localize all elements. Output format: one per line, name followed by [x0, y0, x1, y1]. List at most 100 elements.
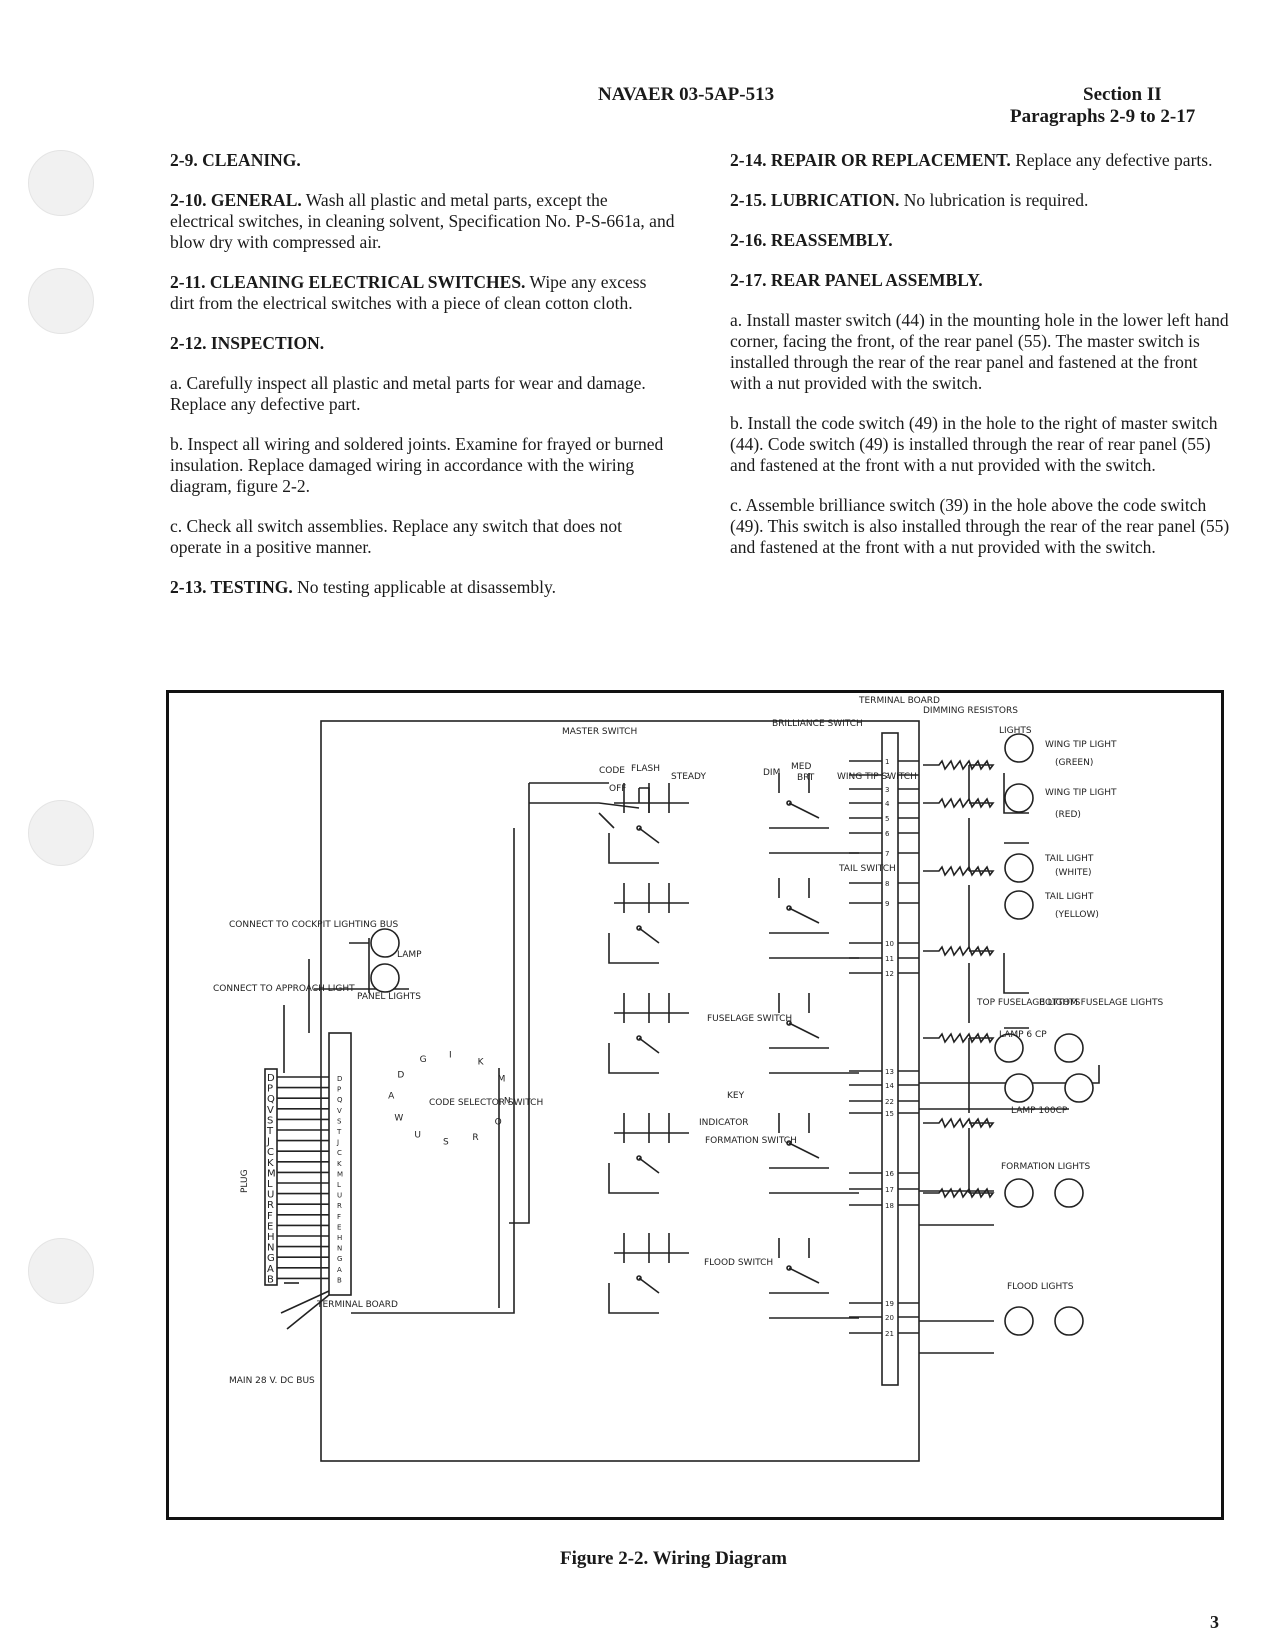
label-code: CODE [599, 766, 625, 776]
terminal-number: 8 [885, 880, 889, 888]
paragraph-heading: 2-9. CLEANING. [170, 150, 301, 170]
board-pin-label: A [337, 1266, 342, 1274]
dimming-resistor [923, 1117, 995, 1129]
selector-letter: K [478, 1058, 485, 1068]
label-key: KEY [727, 1091, 745, 1101]
label-tail-yellow: TAIL LIGHT [1044, 892, 1094, 902]
label-brilliance-switch: BRILLIANCE SWITCH [772, 719, 863, 729]
label-flood-lights: FLOOD LIGHTS [1007, 1282, 1074, 1292]
page-number: 3 [1210, 1612, 1219, 1632]
switch-block [608, 1233, 689, 1314]
terminal-number: 19 [885, 1300, 894, 1308]
label-wing-tip-switch: WING TIP SWITCH [837, 772, 917, 782]
plug-box [264, 1068, 278, 1286]
selector-letter: A [388, 1092, 395, 1102]
flood-lamp [1004, 1306, 1034, 1336]
binder-hole [28, 268, 94, 334]
terminal-number: 22 [885, 1098, 894, 1106]
label-flash: FLASH [631, 764, 660, 774]
paragraph: 2-13. TESTING. No testing applicable at … [170, 577, 675, 598]
label-yellow: (YELLOW) [1055, 910, 1099, 920]
paragraph-text: b. Install the code switch (49) in the h… [730, 413, 1218, 475]
plug-pin-label: S [267, 1115, 273, 1126]
board-pin-label: H [337, 1234, 342, 1242]
paragraph-text: No testing applicable at disassembly. [292, 577, 556, 597]
label-fuselage-switch: FUSELAGE SWITCH [707, 1014, 792, 1024]
plug-pin-label: B [267, 1274, 274, 1285]
paragraph: 2-12. INSPECTION. [170, 333, 675, 354]
switch-block [769, 773, 859, 854]
label-dimming-resistors: DIMMING RESISTORS [923, 706, 1018, 716]
terminal-number: 5 [885, 815, 889, 823]
paragraph-heading: 2-17. REAR PANEL ASSEMBLY. [730, 270, 983, 290]
dimming-resistor [923, 797, 995, 809]
terminal-number: 2 [885, 772, 889, 780]
board-pin-label: T [336, 1128, 342, 1136]
wiring-diagram-svg: TERMINAL BOARD DIMMING RESISTORS LIGHTS … [213, 696, 1163, 1462]
board-pin-label: C [337, 1149, 342, 1157]
label-off: OFF [609, 784, 626, 794]
label-lamp-6cp: LAMP 6 CP [999, 1030, 1047, 1040]
dimming-resistor [923, 1187, 995, 1199]
board-pin-label: F [337, 1213, 341, 1221]
inner-frame [320, 720, 920, 1462]
board-pin-label: S [337, 1117, 342, 1125]
formation-lamp [1004, 1178, 1034, 1208]
paragraph: b. Inspect all wiring and soldered joint… [170, 434, 675, 497]
selector-letter: M [498, 1074, 506, 1084]
paragraph: 2-17. REAR PANEL ASSEMBLY. [730, 270, 1230, 291]
plug-pin-label: U [267, 1190, 274, 1201]
board-pin-label: R [337, 1202, 342, 1210]
paragraph: 2-15. LUBRICATION. No lubrication is req… [730, 190, 1230, 211]
switch-block [608, 783, 689, 864]
terminal-number: 14 [885, 1082, 894, 1090]
paragraph-heading: 2-11. CLEANING ELECTRICAL SWITCHES. [170, 272, 526, 292]
switch-contact [636, 1275, 642, 1281]
label-connect-cockpit: CONNECT TO COCKPIT LIGHTING BUS [229, 920, 398, 930]
terminal-number: 1 [885, 758, 889, 766]
plug-pin-label: K [267, 1158, 274, 1169]
paragraph: 2-14. REPAIR OR REPLACEMENT. Replace any… [730, 150, 1230, 171]
lamp-100cp [1064, 1073, 1094, 1103]
paragraph-text: c. Assemble brilliance switch (39) in th… [730, 495, 1230, 557]
board-pin-label: U [337, 1192, 342, 1200]
top-fuselage-lamp [994, 1033, 1024, 1063]
binder-hole [28, 1238, 94, 1304]
terminal-number: 10 [885, 940, 894, 948]
selector-letter: W [394, 1114, 403, 1124]
plug-pin-label: P [267, 1084, 273, 1095]
panel-lamp [370, 963, 400, 993]
dimming-resistor [923, 759, 995, 771]
paragraph: b. Install the code switch (49) in the h… [730, 413, 1230, 476]
selector-letter: S [443, 1137, 449, 1147]
binder-hole [28, 800, 94, 866]
switch-contact [636, 1035, 642, 1041]
paragraph: c. Assemble brilliance switch (39) in th… [730, 495, 1230, 558]
selector-letter: I [449, 1051, 452, 1061]
plug-pin-label: C [267, 1147, 274, 1158]
paragraph: c. Check all switch assemblies. Replace … [170, 516, 675, 558]
doc-number: NAVAER 03-5AP-513 [598, 84, 775, 105]
paragraph-text: a. Carefully inspect all plastic and met… [170, 373, 646, 414]
terminal-number: 16 [885, 1170, 894, 1178]
selector-letter: O [495, 1118, 502, 1128]
formation-lamp [1054, 1178, 1084, 1208]
paragraph-heading: 2-14. REPAIR OR REPLACEMENT. [730, 150, 1011, 170]
paragraph-heading: 2-16. REASSEMBLY. [730, 230, 893, 250]
paragraph-text: c. Check all switch assemblies. Replace … [170, 516, 622, 557]
plug-pin-label: V [267, 1105, 274, 1116]
switch-block [608, 1113, 689, 1194]
label-tail-white: TAIL LIGHT [1044, 854, 1094, 864]
selector-letter: G [420, 1055, 427, 1065]
terminal-number: 21 [885, 1330, 894, 1338]
tail-yellow-lamp [1004, 890, 1034, 920]
switch-block [608, 883, 689, 964]
board-pin-label: P [337, 1086, 341, 1094]
wiring-diagram: TERMINAL BOARD DIMMING RESISTORS LIGHTS … [166, 690, 1224, 1520]
plug-pin-label: L [267, 1179, 273, 1190]
paragraph-text: Wash all plastic and metal parts, except… [170, 190, 675, 252]
selector-letter: U [414, 1130, 421, 1140]
label-white: (WHITE) [1055, 868, 1092, 878]
paragraph-heading: 2-15. LUBRICATION. [730, 190, 900, 210]
switch-block [769, 993, 859, 1074]
